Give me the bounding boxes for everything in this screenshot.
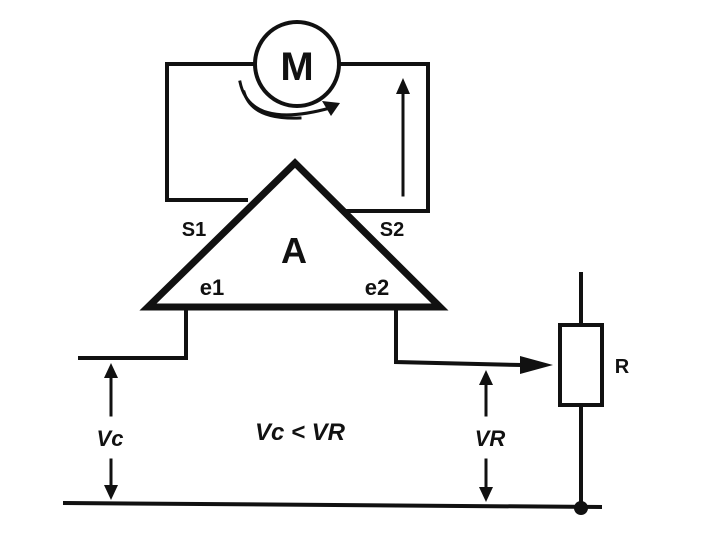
current-arrow-icon bbox=[396, 78, 410, 197]
motor-wire-left bbox=[165, 62, 257, 202]
vr-label: VR bbox=[475, 426, 506, 451]
resistor-label: R bbox=[615, 356, 630, 378]
junction-dot bbox=[574, 501, 588, 515]
resistor: R bbox=[558, 272, 630, 512]
motor-label: M bbox=[280, 45, 313, 89]
ground-rail bbox=[62, 500, 603, 510]
amplifier: A e1 e2 bbox=[139, 158, 449, 311]
motor: M bbox=[238, 20, 341, 120]
vc-label: Vc bbox=[97, 426, 124, 451]
input-e1-label: e1 bbox=[200, 275, 224, 300]
vc-arrow-icon bbox=[104, 363, 118, 500]
input-e1-wire bbox=[78, 307, 188, 360]
output-s1-label: S1 bbox=[182, 219, 206, 241]
output-s2-label: S2 bbox=[380, 219, 404, 241]
motor-loop bbox=[165, 62, 430, 213]
rotation-arrowhead-icon bbox=[322, 101, 340, 116]
motor-wire-right bbox=[338, 62, 430, 213]
amplifier-triangle bbox=[139, 158, 449, 311]
input-e2-label: e2 bbox=[365, 275, 389, 300]
input-e2-wire bbox=[394, 307, 523, 368]
wiper-arrowhead-icon bbox=[520, 356, 553, 374]
vr-arrow-icon bbox=[479, 370, 493, 502]
rotation-arrow-inner-icon bbox=[242, 90, 302, 120]
motor-circle bbox=[253, 20, 341, 108]
resistor-body bbox=[558, 323, 604, 407]
amplifier-label: A bbox=[281, 230, 307, 271]
condition-label: Vc < VR bbox=[255, 419, 346, 446]
